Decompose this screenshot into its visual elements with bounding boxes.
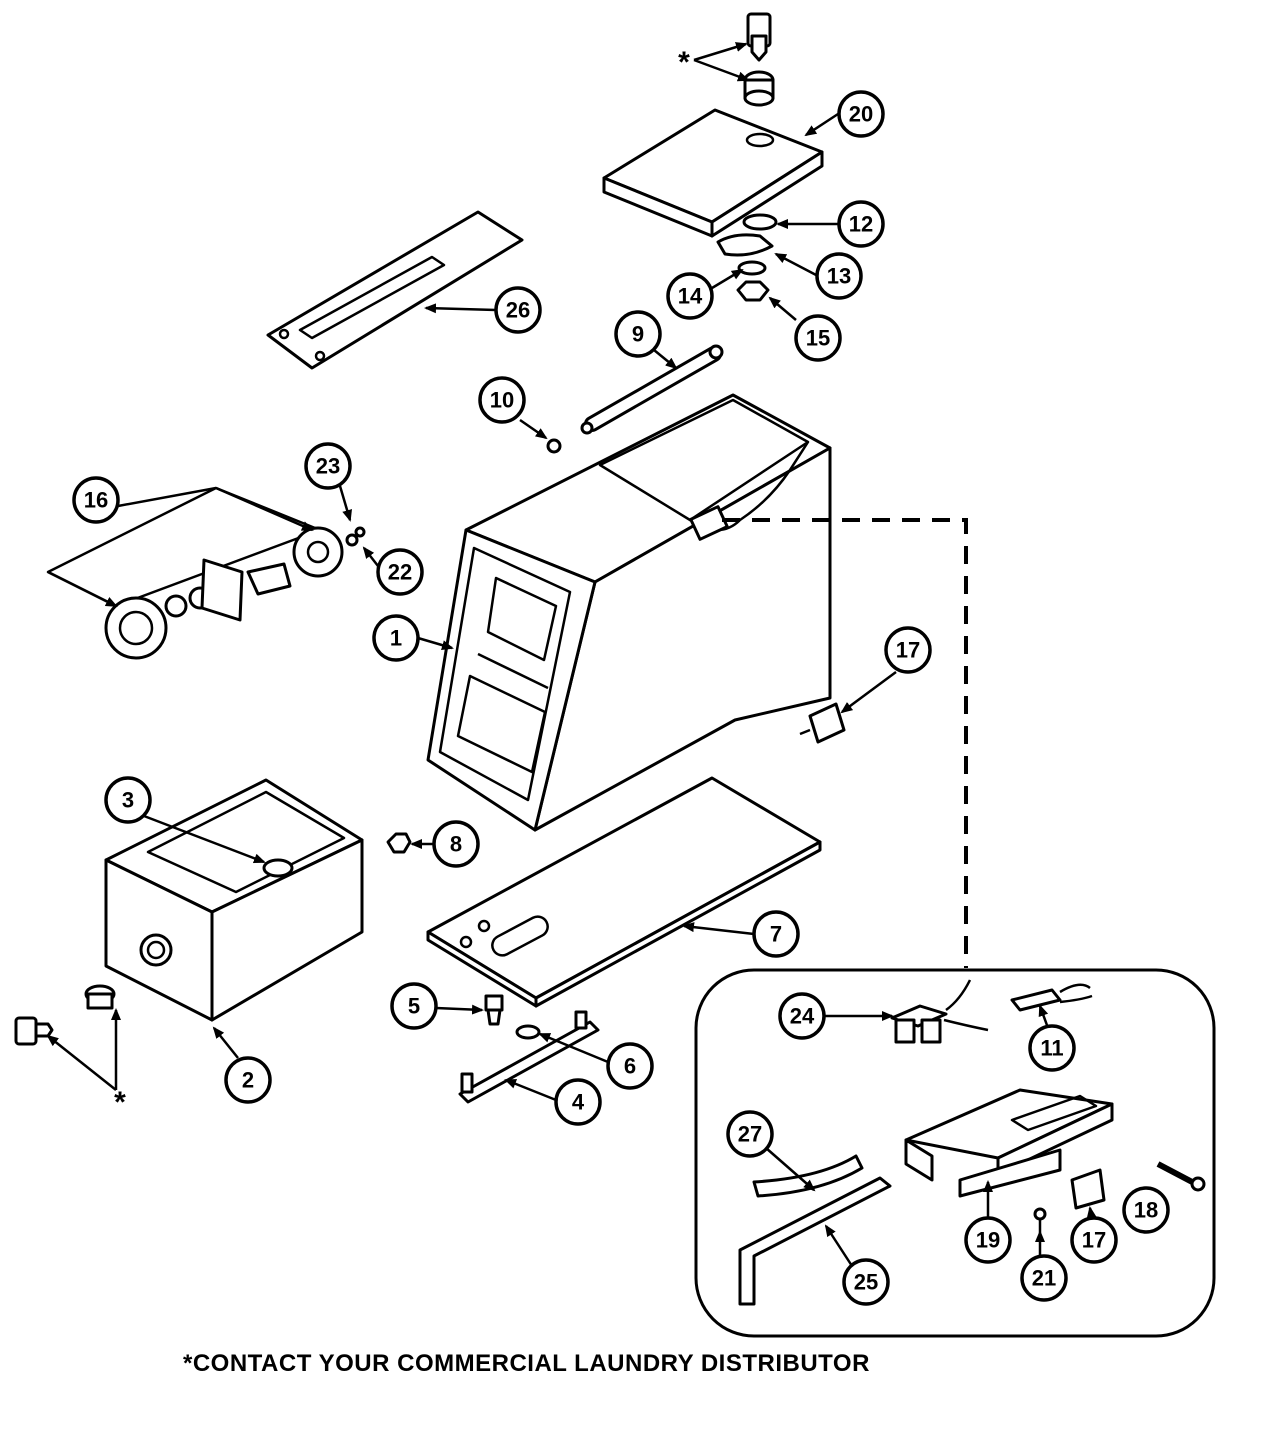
svg-text:4: 4: [572, 1090, 585, 1115]
callout-3: 3: [104, 776, 152, 824]
part-2-coin-box: [104, 778, 364, 1022]
svg-text:25: 25: [854, 1270, 878, 1295]
svg-text:23: 23: [316, 454, 340, 479]
callout-19: 19: [964, 1216, 1012, 1264]
svg-text:12: 12: [849, 212, 873, 237]
svg-text:5: 5: [408, 994, 420, 1019]
callout-24: 24: [778, 992, 826, 1040]
svg-text:19: 19: [976, 1228, 1000, 1253]
part-26-slotted-plate: [266, 210, 524, 370]
callout-22: 22: [376, 548, 424, 596]
svg-text:27: 27: [738, 1122, 762, 1147]
callout-18: 18: [1122, 1186, 1170, 1234]
part-21-cover-plate: [602, 108, 824, 238]
svg-text:21: 21: [1032, 1266, 1056, 1291]
svg-text:20: 20: [849, 102, 873, 127]
svg-text:16: 16: [84, 488, 108, 513]
leader-lines: [46, 42, 1097, 1267]
svg-text:1: 1: [390, 626, 402, 651]
svg-text:2: 2: [242, 1068, 254, 1093]
callout-16: 16: [72, 476, 120, 524]
svg-text:13: 13: [827, 264, 851, 289]
asterisk-top: *: [678, 46, 690, 79]
svg-text:7: 7: [770, 922, 782, 947]
part-8-nut: [386, 832, 412, 854]
svg-text:26: 26: [506, 298, 530, 323]
callout-9: 9: [614, 310, 662, 358]
callout-11: 11: [1028, 1024, 1076, 1072]
svg-text:10: 10: [490, 388, 514, 413]
callout-15: 15: [794, 314, 842, 362]
callout-27: 27: [726, 1110, 774, 1158]
callout-10: 10: [478, 376, 526, 424]
callout-6: 6: [606, 1042, 654, 1090]
callout-21: 20: [837, 90, 885, 138]
part-16-assembly: [46, 486, 366, 660]
callout-25: 25: [842, 1258, 890, 1306]
part-17-clip-upper: [799, 702, 846, 744]
callout-20: 21: [1020, 1254, 1068, 1302]
callout-26: 26: [494, 286, 542, 334]
svg-text:11: 11: [1040, 1036, 1063, 1061]
svg-text:22: 22: [388, 560, 412, 585]
svg-text:9: 9: [632, 322, 644, 347]
part-key-lock-bottom: [14, 984, 116, 1046]
asterisk-bottom: *: [114, 1086, 126, 1119]
callout-1: 1: [372, 614, 420, 662]
svg-text:18: 18: [1134, 1198, 1158, 1223]
callout-4: 4: [554, 1078, 602, 1126]
svg-text:14: 14: [678, 284, 703, 309]
part-9-rod: [580, 344, 724, 435]
svg-text:6: 6: [624, 1054, 636, 1079]
svg-text:17: 17: [896, 638, 920, 663]
part-key-lock-top: [743, 12, 775, 107]
callout-23: 23: [304, 442, 352, 490]
callout-8: 8: [432, 820, 480, 868]
svg-text:3: 3: [122, 788, 134, 813]
part-12-15-nut-stack: [716, 213, 778, 302]
svg-text:17: 17: [1082, 1228, 1106, 1253]
distributor-footnote: *CONTACT YOUR COMMERCIAL LAUNDRY DISTRIB…: [183, 1350, 870, 1377]
callout-12: 12: [837, 200, 885, 248]
callout-17-upper: 17: [884, 626, 932, 674]
callout-5: 5: [390, 982, 438, 1030]
part-1-housing: [426, 393, 832, 832]
svg-text:24: 24: [790, 1004, 815, 1029]
part-4-5-6-bracket: [458, 994, 600, 1104]
callout-7: 7: [752, 910, 800, 958]
part-10-washer: [546, 438, 562, 454]
callout-13: 13: [815, 252, 863, 300]
callout-14: 14: [666, 272, 714, 320]
inset-frame: [694, 968, 1216, 1338]
part-7-base-plate: [426, 776, 822, 1008]
svg-text:15: 15: [806, 326, 830, 351]
dashed-connector: [722, 518, 968, 968]
callout-2: 2: [224, 1056, 272, 1104]
svg-text:8: 8: [450, 832, 462, 857]
callout-17-lower: 17: [1070, 1216, 1118, 1264]
